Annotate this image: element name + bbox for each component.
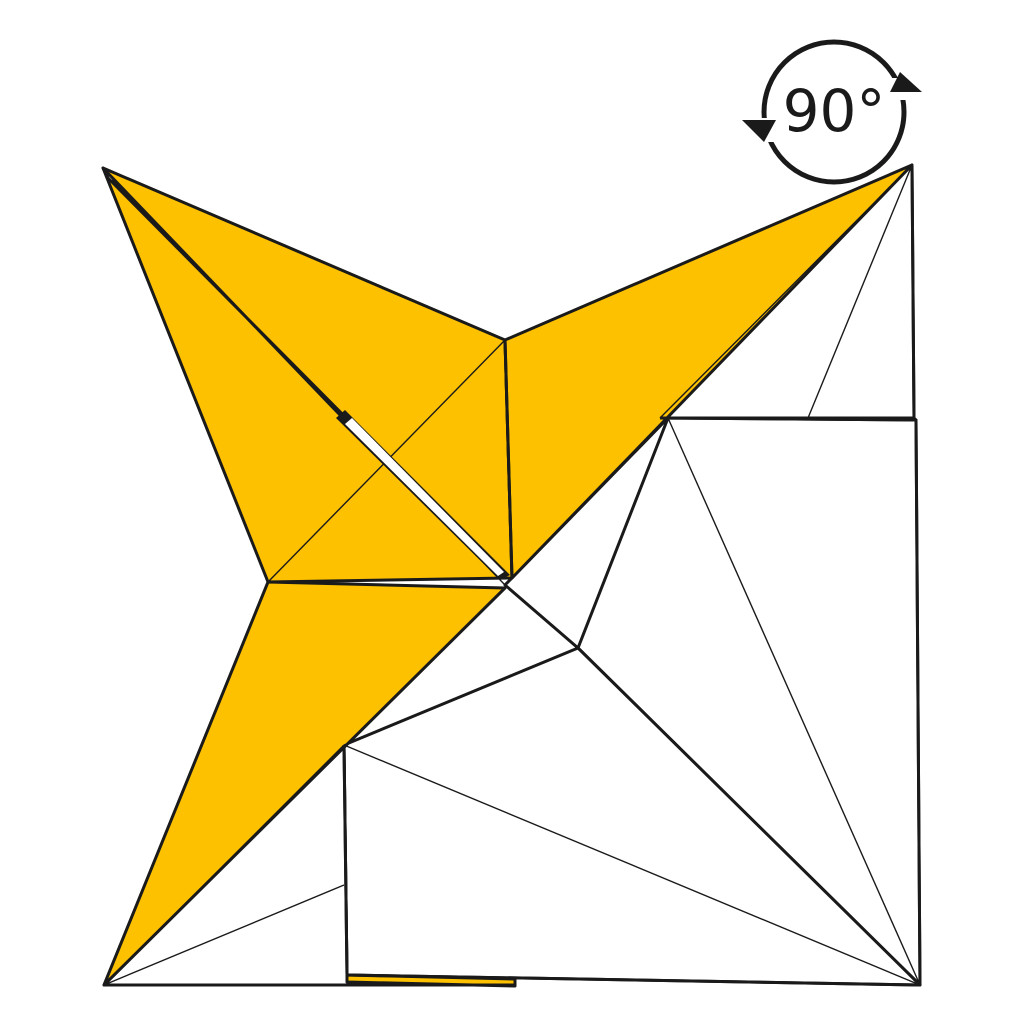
rotate-arrowhead-left bbox=[742, 120, 776, 142]
crease-bl-2 bbox=[103, 744, 345, 986]
outline-bottom-flap bbox=[342, 744, 921, 987]
rotate-label: 90° bbox=[783, 77, 886, 145]
rotate-ring bbox=[761, 39, 907, 185]
rotate-arrowhead-right bbox=[890, 72, 922, 92]
crease-right-1 bbox=[577, 417, 669, 649]
crease-right-2 bbox=[667, 417, 921, 986]
crease-bottom-1 bbox=[577, 647, 921, 986]
outline-tr-arm-divider bbox=[503, 339, 514, 579]
crease-lines bbox=[101, 164, 921, 986]
crease-bottom-3 bbox=[343, 647, 579, 746]
crease-tr-inner bbox=[659, 164, 913, 419]
crease-bottom-2 bbox=[343, 744, 921, 986]
pocket-thick-inner bbox=[345, 418, 504, 576]
outline-right-flap-top bbox=[659, 416, 917, 422]
crease-tr-right bbox=[807, 164, 913, 419]
crease-center-right bbox=[504, 584, 579, 649]
outline bbox=[104, 164, 922, 987]
rotate-90-icon: 90° bbox=[742, 39, 922, 185]
crease-bl-1 bbox=[103, 884, 345, 986]
crease-tl-base bbox=[267, 581, 506, 589]
